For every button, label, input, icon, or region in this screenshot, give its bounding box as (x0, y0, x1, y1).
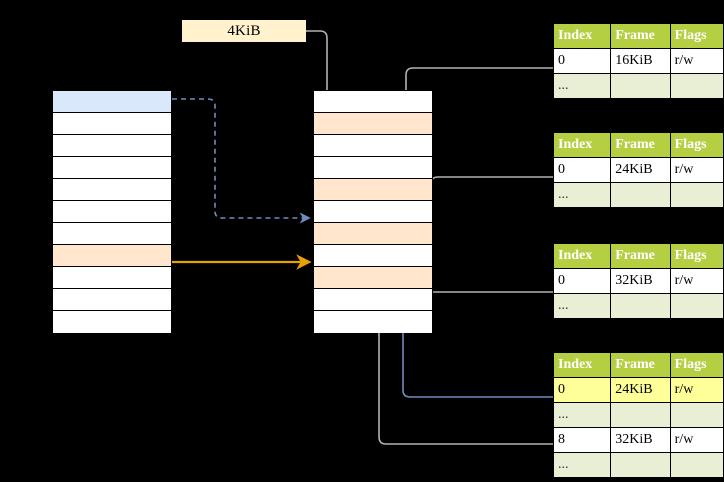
physical-frame-row (314, 311, 432, 333)
virtual-page-row (53, 135, 171, 157)
cell-index: 0 (552, 157, 612, 183)
cell-frame (610, 293, 671, 319)
physical-memory-column (313, 90, 433, 333)
page-size-label: 4KiB (182, 20, 306, 42)
physical-frame-row (314, 179, 432, 201)
virtual-page-row (53, 157, 171, 179)
virtual-address-space-column (52, 90, 172, 333)
cell-flags (669, 452, 724, 478)
column-header-frame: Frame (610, 132, 671, 158)
column-header-frame: Frame (610, 23, 671, 49)
virtual-page-row (53, 201, 171, 223)
cell-flags (669, 182, 724, 208)
cell-index: ... (552, 452, 612, 478)
cell-frame: 24KiB (610, 377, 671, 403)
virtual-page-row (53, 223, 171, 245)
table-row-ellipsis: ... (552, 182, 724, 208)
cell-flags: r/w (669, 48, 724, 74)
column-header-frame: Frame (610, 243, 671, 269)
table-row-ellipsis: ... (552, 293, 724, 319)
table-row-ellipsis: ... (552, 452, 724, 478)
cell-flags (669, 73, 724, 99)
virtual-page-row (53, 311, 171, 333)
virtual-page-row (53, 179, 171, 201)
cell-index: 0 (552, 377, 612, 403)
cell-index: ... (552, 73, 612, 99)
cell-flags: r/w (669, 268, 724, 294)
table-row-ellipsis: ... (552, 73, 724, 99)
cell-frame (610, 73, 671, 99)
cell-index: 0 (552, 48, 612, 74)
column-header-frame: Frame (610, 352, 671, 378)
column-header-index: Index (552, 23, 612, 49)
column-header-index: Index (552, 243, 612, 269)
physical-frame-row (314, 223, 432, 245)
physical-frame-row (314, 245, 432, 267)
table-row-ellipsis: ... (552, 402, 724, 428)
cell-index: ... (552, 402, 612, 428)
physical-frame-row (314, 157, 432, 179)
virtual-page-row (53, 91, 171, 113)
physical-frame-row (314, 113, 432, 135)
column-header-index: Index (552, 132, 612, 158)
physical-frame-row (314, 135, 432, 157)
cell-frame (610, 452, 671, 478)
link-virtual-page-to-frame (172, 98, 311, 224)
column-header-flags: Flags (669, 132, 724, 158)
column-header-flags: Flags (669, 352, 724, 378)
cell-frame: 32KiB (610, 427, 671, 453)
column-header-flags: Flags (669, 23, 724, 49)
virtual-page-row (53, 289, 171, 311)
physical-frame-row (314, 289, 432, 311)
cell-frame (610, 182, 671, 208)
column-header-index: Index (552, 352, 612, 378)
virtual-page-row (53, 267, 171, 289)
physical-frame-row (314, 201, 432, 223)
cell-index: ... (552, 182, 612, 208)
cell-flags: r/w (669, 377, 724, 403)
cell-flags: r/w (669, 427, 724, 453)
column-header-flags: Flags (669, 243, 724, 269)
link-pt3-to-frame (413, 176, 553, 224)
physical-frame-row (314, 267, 432, 289)
virtual-page-row (53, 113, 171, 135)
cell-index: ... (552, 293, 612, 319)
cell-flags: r/w (669, 157, 724, 183)
virtual-page-row (53, 245, 171, 267)
cell-frame (610, 402, 671, 428)
cell-flags (669, 293, 724, 319)
cell-flags (669, 402, 724, 428)
cell-index: 8 (552, 427, 612, 453)
physical-frame-row (314, 91, 432, 113)
cell-frame: 24KiB (610, 157, 671, 183)
cell-frame: 16KiB (610, 48, 671, 74)
cell-index: 0 (552, 268, 612, 294)
cell-frame: 32KiB (610, 268, 671, 294)
